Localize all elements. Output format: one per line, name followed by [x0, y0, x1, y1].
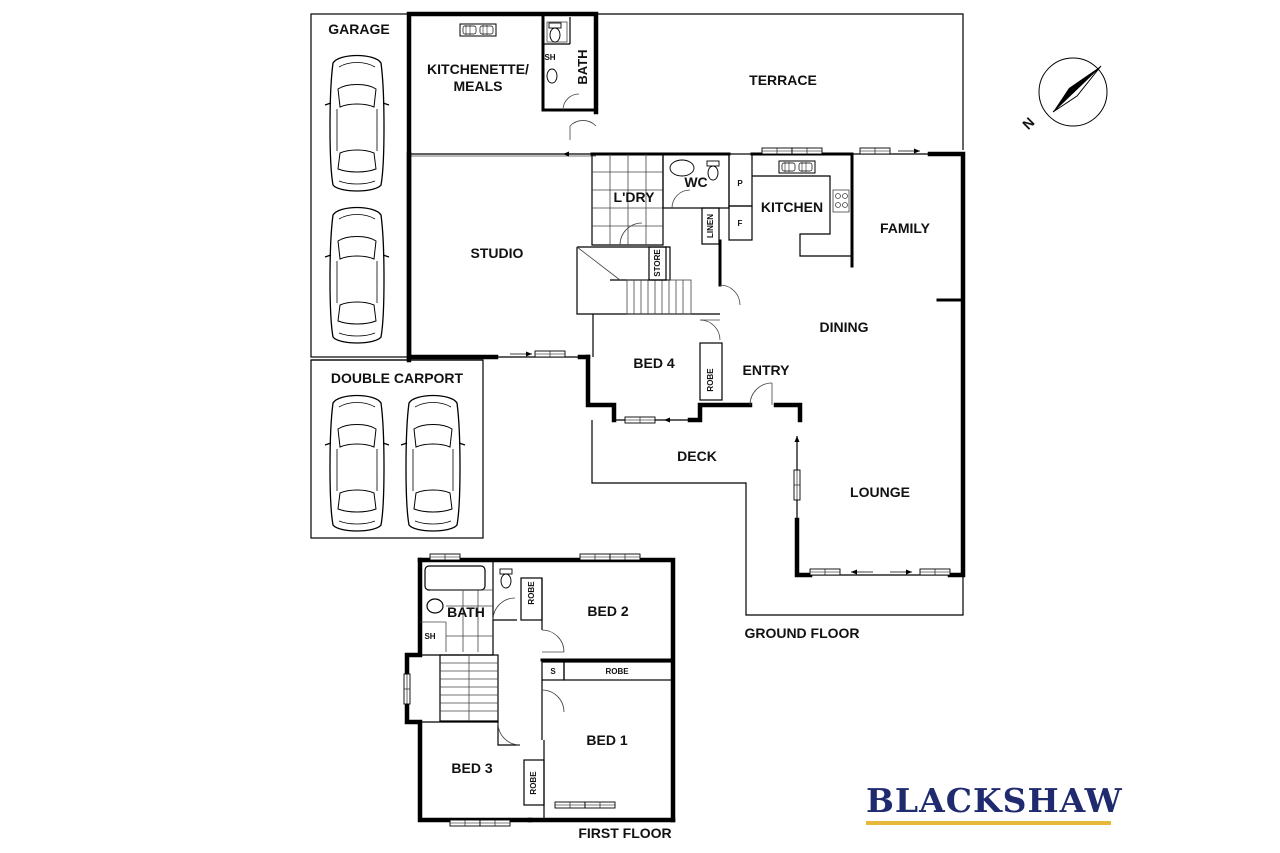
- deck-outline: [591, 420, 964, 616]
- label-fridge: F: [738, 219, 743, 228]
- label-pantry: P: [737, 179, 743, 188]
- room-labels: GARAGE KITCHENETTE/ MEALS BATH SH TERRAC…: [328, 21, 930, 841]
- label-bed1: BED 1: [586, 732, 627, 748]
- laundry-tiles: [592, 154, 663, 245]
- label-bath-ground: BATH: [575, 49, 590, 84]
- terrace-outline: [598, 13, 964, 150]
- label-bed2: BED 2: [587, 603, 628, 619]
- label-linen: LINEN: [706, 214, 715, 238]
- car-icon: [324, 394, 390, 532]
- label-ground-floor: GROUND FLOOR: [744, 625, 859, 641]
- car-icon: [400, 394, 466, 532]
- car-icon: [324, 206, 390, 344]
- brand-underline: [866, 821, 1111, 825]
- label-robe-bed3: ROBE: [529, 771, 538, 795]
- north-arrow-icon: N: [1019, 57, 1108, 133]
- carport-outline: [310, 359, 484, 539]
- label-meals: MEALS: [454, 78, 503, 94]
- label-first-floor: FIRST FLOOR: [578, 825, 671, 841]
- label-store: STORE: [653, 249, 662, 277]
- first-floor: [403, 553, 676, 827]
- label-robe-bed4: ROBE: [706, 368, 715, 392]
- label-deck: DECK: [677, 448, 717, 464]
- label-laundry: L'DRY: [614, 189, 656, 205]
- stairs-ground: [626, 279, 692, 315]
- label-dining: DINING: [820, 319, 869, 335]
- label-robe-bed2: ROBE: [527, 581, 536, 605]
- label-bed3: BED 3: [451, 760, 492, 776]
- label-bed4: BED 4: [633, 355, 674, 371]
- label-shower-first: SH: [424, 632, 435, 641]
- label-bath-first: BATH: [447, 604, 485, 620]
- label-robe-bed1: ROBE: [605, 667, 629, 676]
- ground-floor: [310, 11, 966, 616]
- label-family: FAMILY: [880, 220, 931, 236]
- compass-north-label: N: [1019, 114, 1037, 132]
- label-entry: ENTRY: [743, 362, 791, 378]
- label-double-carport: DOUBLE CARPORT: [331, 370, 464, 386]
- label-terrace: TERRACE: [749, 72, 817, 88]
- label-wc: WC: [684, 174, 707, 190]
- label-kitchenette: KITCHENETTE/: [427, 61, 529, 77]
- car-icon: [324, 54, 390, 192]
- label-garage: GARAGE: [328, 21, 389, 37]
- brand-name: BLACKSHAW: [866, 781, 1123, 820]
- label-kitchen: KITCHEN: [761, 199, 823, 215]
- label-linen-s: S: [550, 667, 556, 676]
- brand-logo: BLACKSHAW: [866, 781, 1123, 825]
- label-shower-ground: SH: [544, 53, 555, 62]
- label-studio: STUDIO: [471, 245, 524, 261]
- label-lounge: LOUNGE: [850, 484, 910, 500]
- stairs-first: [439, 654, 499, 722]
